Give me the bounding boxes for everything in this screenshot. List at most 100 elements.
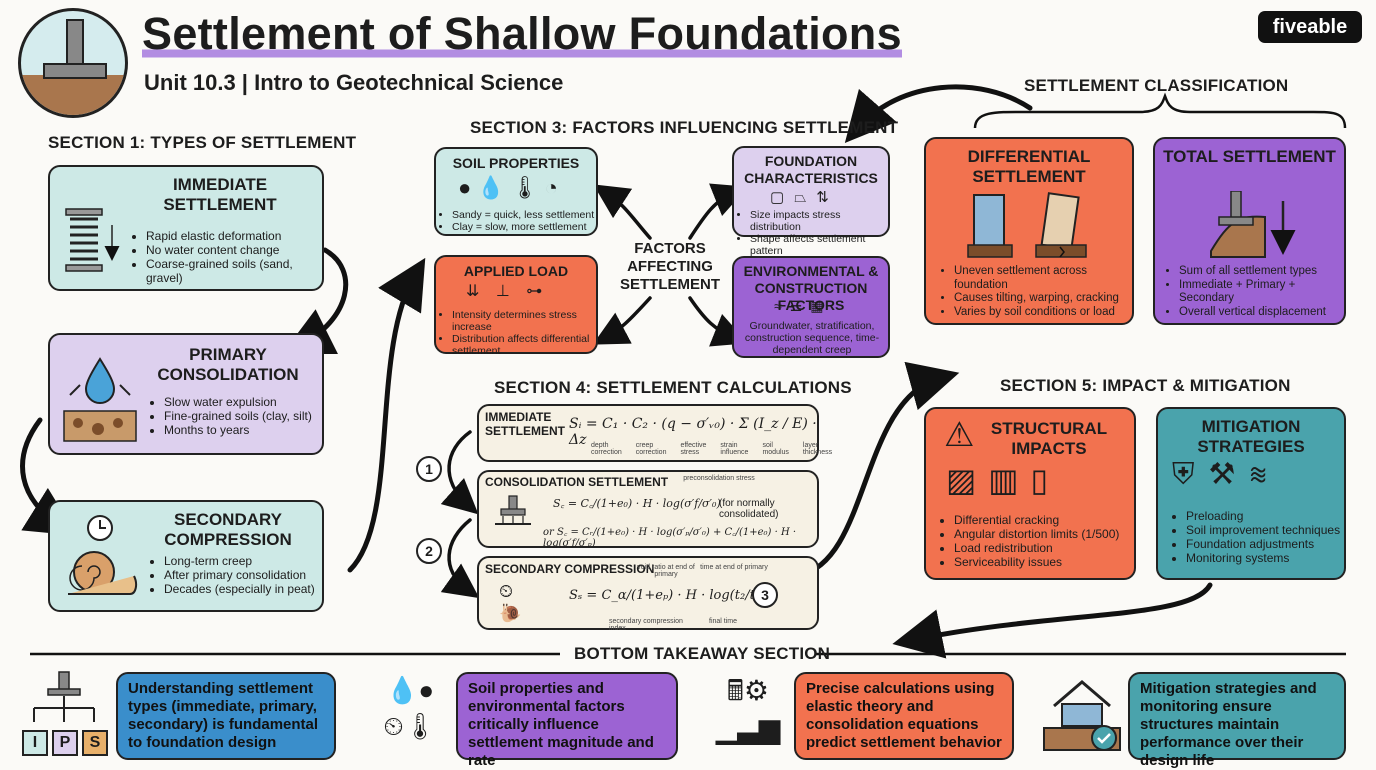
mitigation-strategies-title: MITIGATION STRATEGIES	[1197, 417, 1305, 456]
soil-bullet: Clay = slow, more settlement	[452, 221, 594, 233]
classification-title: SETTLEMENT CLASSIFICATION	[1024, 76, 1289, 95]
consolidation-equation-2: or S꜀ = Cᵣ/(1+e₀) · H · log(σ′ₚ/σ′₀) + C…	[543, 527, 797, 549]
total-settlement-title: TOTAL SETTLEMENT	[1163, 147, 1336, 166]
immediate-equation-label: IMMEDIATE SETTLEMENT	[485, 410, 565, 438]
cracked-wall-icon: ▨	[946, 462, 989, 498]
building-icon: ▥	[988, 462, 1031, 498]
differential-settlement-title: DIFFERENTIAL SETTLEMENT	[967, 147, 1091, 186]
equation-term: strain influence	[720, 442, 749, 456]
footing-down-arrow-icon	[1210, 191, 1296, 258]
bar-chart-icon: ▁▃▆	[715, 713, 781, 744]
applied-load-card: APPLIED LOAD ⇊ ⊥ ⊶ Intensity determines …	[434, 255, 598, 357]
structural-bullet: Serviceability issues	[954, 555, 1119, 569]
clock-snail-icon: ⏲🐌	[499, 581, 522, 623]
immediate-equation-terms: depth correction creep correction effect…	[591, 442, 832, 456]
environmental-factors-title: ENVIRONMENTAL & CONSTRUCTION FACTORS	[743, 263, 879, 313]
thermometer-icon: 🌡	[510, 175, 545, 200]
calculator-chart-icon: 🖩⚙ ▁▃▆	[706, 672, 790, 748]
secondary-term: void ratio at end of primary	[637, 564, 695, 578]
immediate-settlement-title: IMMEDIATE SETTLEMENT	[163, 175, 277, 214]
preconsolidation-note: preconsolidation stress	[683, 475, 755, 482]
gear-icon: ⚙	[743, 675, 769, 706]
mitigation-bullet: Foundation adjustments	[1186, 537, 1340, 551]
shield-check-icon: ⛨	[1172, 458, 1209, 491]
secondary-bullet: Decades (especially in peat)	[164, 582, 315, 596]
section5-title: SECTION 5: IMPACT & MITIGATION	[1000, 376, 1291, 395]
step-3-badge: 3	[752, 582, 778, 608]
trapezoid-footing-icon: ⏢	[794, 189, 817, 206]
type-letter-secondary: S	[82, 730, 108, 756]
takeaway-text: Understanding settlement types (immediat…	[128, 680, 319, 751]
immediate-equation: Sᵢ = C₁ · C₂ · (q − σ′ᵥ₀) · Σ (I_z / E) …	[569, 416, 817, 448]
environmental-factors-card: ENVIRONMENTAL & CONSTRUCTION FACTORS ≈☰▦…	[732, 256, 890, 358]
warning-icon: ⚠	[944, 416, 975, 454]
structural-impacts-title: STRUCTURAL IMPACTS	[990, 419, 1108, 458]
type-letter-immediate: I	[22, 730, 48, 756]
tilted-buildings-icon	[967, 192, 1087, 258]
secondary-bullet: After primary consolidation	[164, 568, 315, 582]
section4-title: SECTION 4: SETTLEMENT CALCULATIONS	[494, 378, 852, 397]
primary-bullet: Months to years	[164, 423, 312, 437]
total-bullet: Sum of all settlement types	[1179, 265, 1344, 279]
mitigation-icons: ⛨⚒≋	[1172, 457, 1281, 492]
soil-factors-icon: 💧● ⏲🌡	[368, 672, 452, 744]
mitigation-bullet: Monitoring systems	[1186, 551, 1340, 565]
header-logo-icon	[18, 8, 128, 118]
total-bullet: Overall vertical displacement	[1179, 306, 1344, 320]
section3-title: SECTION 3: FACTORS INFLUENCING SETTLEMEN…	[470, 118, 899, 137]
consolidation-equation-1: S꜀ = C꜀/(1+e₀) · H · log(σ′f/σ′₀)	[553, 497, 721, 510]
consolidation-equation-label: CONSOLIDATION SETTLEMENT	[485, 475, 669, 489]
consolidation-equation-note: (for normally consolidated)	[719, 498, 779, 520]
foundation-characteristics-card: FOUNDATION CHARACTERISTICS ▢⏢⇅ Size impa…	[732, 146, 890, 257]
environment-icons: ≈☰▦	[774, 298, 831, 315]
water-drop-icon: 💧	[477, 175, 511, 200]
mitigation-bullet: Preloading	[1186, 509, 1340, 523]
load-bullet: Distribution affects differential settle…	[452, 333, 592, 357]
secondary-term: time at end of primary	[700, 564, 768, 571]
immediate-bullet: No water content change	[146, 243, 322, 257]
clock-icon: ⏲	[383, 711, 404, 741]
differential-bullet: Causes tilting, warping, cracking	[954, 292, 1132, 306]
soil-properties-card: SOIL PROPERTIES ●💧🌡◔ Sandy = quick, less…	[434, 147, 598, 236]
foundation-bullet: Size impacts stress distribution	[750, 209, 888, 233]
takeaway-card-2: Soil properties and environmental factor…	[456, 672, 678, 769]
structural-bullet: Angular distortion limits (1/500)	[954, 527, 1119, 541]
takeaway-text: Soil properties and environmental factor…	[468, 680, 654, 769]
secondary-compression-title: SECONDARY COMPRESSION	[164, 510, 292, 549]
mitigation-bullet: Soil improvement techniques	[1186, 523, 1340, 537]
settlement-types-tree-icon	[33, 671, 95, 722]
primary-bullet: Slow water expulsion	[164, 395, 312, 409]
foundation-characteristics-title: FOUNDATION CHARACTERISTICS	[744, 153, 878, 186]
step-2-badge: 2	[416, 538, 442, 564]
immediate-equation-card: IMMEDIATE SETTLEMENT Sᵢ = C₁ · C₂ · (q −…	[477, 404, 832, 462]
bottom-title: BOTTOM TAKEAWAY SECTION	[574, 644, 831, 663]
tools-icon: ⚒	[1208, 458, 1250, 491]
primary-consolidation-card: PRIMARY CONSOLIDATION Slow water expulsi…	[48, 333, 324, 455]
immediate-bullet: Rapid elastic deformation	[146, 229, 322, 243]
takeaway-card-4: Mitigation strategies and monitoring ens…	[1128, 672, 1346, 769]
soil-icons: ●💧🌡◔	[458, 175, 564, 201]
foundation-bullet: Shape affects settlement pattern	[750, 233, 888, 257]
equation-term: layer thickness	[802, 442, 833, 456]
takeaway-text: Mitigation strategies and monitoring ens…	[1140, 680, 1317, 769]
footing-settlement-icon	[495, 495, 531, 525]
structural-bullet: Load redistribution	[954, 541, 1119, 555]
spring-icon	[65, 208, 120, 272]
calendar-icon: ▦	[810, 298, 832, 314]
consolidation-equation-card: CONSOLIDATION SETTLEMENT preconsolidatio…	[477, 470, 819, 549]
mitigation-strategies-card: MITIGATION STRATEGIES ⛨⚒≋ Preloading Soi…	[1156, 407, 1346, 580]
water-drop-soil-icon	[63, 357, 137, 442]
house-checkmark-icon	[1043, 680, 1121, 751]
square-footing-icon: ▢	[770, 189, 795, 206]
load-arrow-icon: ⇅	[816, 189, 839, 206]
soil-bullet: Sandy = quick, less settlement	[452, 209, 594, 221]
secondary-term: final time	[709, 618, 738, 625]
equation-term: creep correction	[635, 442, 667, 456]
brand-badge[interactable]: fiveable	[1258, 11, 1362, 43]
pebbles-icon: ●	[418, 675, 435, 705]
immediate-bullet: Coarse-grained soils (sand, gravel)	[146, 257, 322, 285]
takeaway-text: Precise calculations using elastic theor…	[806, 680, 1002, 751]
secondary-equation-label: SECONDARY COMPRESSION	[485, 562, 655, 576]
applied-load-title: APPLIED LOAD	[463, 263, 569, 279]
